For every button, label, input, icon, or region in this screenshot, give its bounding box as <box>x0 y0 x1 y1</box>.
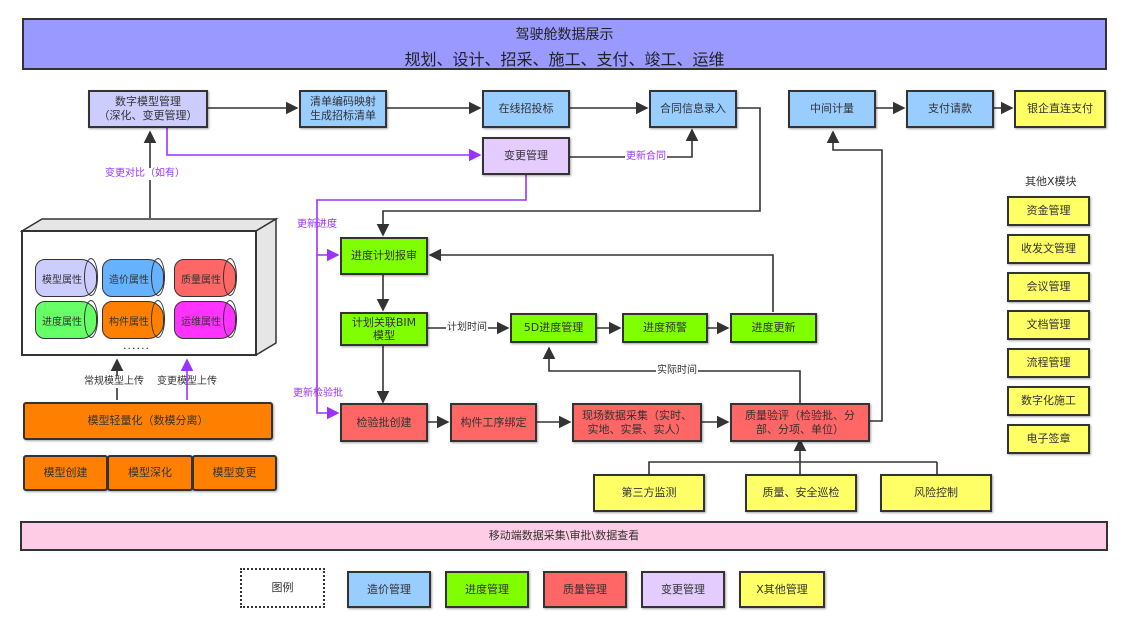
legend-cost: 造价管理 <box>347 571 431 608</box>
module-archives[interactable]: 文档管理 <box>1007 310 1090 340</box>
legend-other: X其他管理 <box>739 571 825 608</box>
label-plan-time: 计划时间 <box>446 322 488 334</box>
node-interim-measure[interactable]: 中间计量 <box>788 90 876 128</box>
node-schedule-update[interactable]: 进度更新 <box>730 313 817 343</box>
module-documents-flow[interactable]: 收发文管理 <box>1007 234 1090 264</box>
edge-change-to-schedule <box>316 175 527 262</box>
node-model-create[interactable]: 模型创建 <box>23 455 108 491</box>
edge-checks-to-quality <box>648 440 937 474</box>
node-safety-patrol[interactable]: 质量、安全巡检 <box>745 474 857 512</box>
cockpit-header: 驾驶舱数据展示 规划、设计、招采、施工、支付、竣工、运维 <box>22 18 1107 70</box>
node-change-mgmt[interactable]: 变更管理 <box>482 137 570 175</box>
edge-change-to-inspection <box>316 255 340 420</box>
edge-contract-to-schedule <box>376 107 761 237</box>
node-contract-entry[interactable]: 合同信息录入 <box>649 90 737 128</box>
label-update-contract: 更新合同 <box>625 151 667 163</box>
legend-change: 变更管理 <box>641 571 725 608</box>
node-schedule-5d[interactable]: 5D进度管理 <box>510 313 597 343</box>
module-meetings[interactable]: 会议管理 <box>1007 272 1090 302</box>
node-digital-model[interactable]: 数字模型管理 （深化、变更管理） <box>88 90 208 128</box>
edge-model-to-change <box>166 128 482 162</box>
attr-ops: 运维属性 <box>174 300 237 339</box>
label-update-schedule: 更新进度 <box>297 219 337 230</box>
node-plan-bim[interactable]: 计划关联BIM 模型 <box>340 312 428 346</box>
module-funds[interactable]: 资金管理 <box>1007 196 1090 226</box>
legend-progress: 进度管理 <box>445 571 529 608</box>
attr-cost: 造价属性 <box>102 258 165 297</box>
legend-quality: 质量管理 <box>543 571 627 608</box>
module-e-signature[interactable]: 电子签章 <box>1007 424 1090 454</box>
attr-progress: 进度属性 <box>35 300 98 339</box>
edge-update-to-review <box>428 248 774 312</box>
node-payment-request[interactable]: 支付请款 <box>906 90 994 128</box>
module-workflow[interactable]: 流程管理 <box>1007 348 1090 378</box>
node-quality-accept[interactable]: 质量验评（检验批、分 部、分项、单位） <box>730 403 870 442</box>
edge-quality-to-measure <box>826 130 883 422</box>
node-schedule-review[interactable]: 进度计划报审 <box>340 237 428 275</box>
label-actual-time: 实际时间 <box>656 365 698 377</box>
node-inspection-create[interactable]: 检验批创建 <box>340 403 428 442</box>
node-bill-mapping[interactable]: 清单编码映射 生成招标清单 <box>299 90 387 128</box>
header-subtitle: 规划、设计、招采、施工、支付、竣工、运维 <box>404 50 725 69</box>
other-modules-title: 其他X模块 <box>1024 175 1078 188</box>
attr-component: 构件属性 <box>102 300 165 339</box>
label-change-compare: 变更对比（如有） <box>104 168 186 180</box>
node-schedule-warning[interactable]: 进度预警 <box>622 313 708 343</box>
legend-title: 图例 <box>240 568 325 608</box>
node-model-change[interactable]: 模型变更 <box>192 455 277 491</box>
label-regular-upload: 常规模型上传 <box>83 376 145 388</box>
node-site-data[interactable]: 现场数据采集（实时、 实地、实景、实人） <box>572 403 702 442</box>
attr-quality: 质量属性 <box>174 258 237 297</box>
node-model-light[interactable]: 模型轻量化（数模分离） <box>23 402 273 440</box>
node-risk-control[interactable]: 风险控制 <box>880 474 992 512</box>
module-digital-construction[interactable]: 数字化施工 <box>1007 386 1090 416</box>
attr-model: 模型属性 <box>35 258 98 297</box>
node-model-deepen[interactable]: 模型深化 <box>107 455 193 491</box>
node-third-party[interactable]: 第三方监测 <box>593 474 705 512</box>
node-component-binding[interactable]: 构件工序绑定 <box>450 403 537 442</box>
edge-change-to-contract <box>570 128 699 158</box>
header-title: 驾驶舱数据展示 <box>515 27 614 43</box>
node-bank-payment[interactable]: 银企直连支付 <box>1014 90 1106 128</box>
attr-more: ...... <box>123 339 150 352</box>
mobile-bar[interactable]: 移动端数据采集\审批\数据查看 <box>20 521 1108 551</box>
label-change-upload: 变更模型上传 <box>157 376 217 387</box>
label-update-inspection: 更新检验批 <box>293 388 343 399</box>
node-online-bidding[interactable]: 在线招投标 <box>482 90 570 128</box>
